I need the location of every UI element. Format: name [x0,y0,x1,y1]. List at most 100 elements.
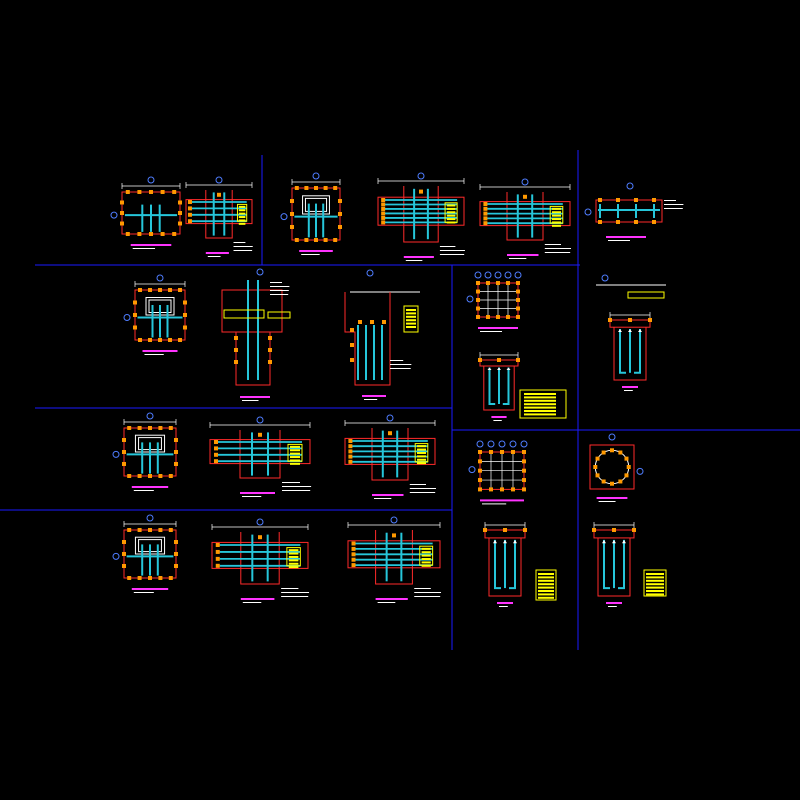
rebar-marker [174,552,178,556]
legend-table-a [519,389,567,419]
rebar-marker [351,546,356,551]
rebar-marker [626,465,631,469]
detail-title [362,395,386,397]
callout-text [646,576,664,579]
callout-text [406,315,416,318]
rebar-marker [348,439,353,443]
callout-text [290,449,300,452]
note-text [270,294,289,295]
rebar-marker [511,487,515,492]
arrow-head [612,539,616,544]
beam-detail [584,182,684,241]
rebar-marker [634,220,638,224]
detail-scale [598,501,616,502]
rebar-marker [476,315,480,319]
arrow-head [493,539,497,544]
section-detail [209,416,312,497]
callout-text [421,558,431,561]
rebar-marker [523,528,527,532]
rebar-marker [149,232,153,236]
detail-title [240,492,275,494]
rebar-marker [148,528,152,532]
callout-text [288,552,299,555]
rebar-marker [138,338,142,342]
rebar-marker [496,315,500,319]
rebar-marker [160,232,165,236]
arrow-head [602,539,606,544]
grid-bubble [112,450,120,458]
grid-bubble [146,412,154,420]
rebar-marker [595,456,600,461]
detail-title [507,254,539,256]
rebar-marker [382,320,386,324]
detail-title [372,494,404,496]
rebar-marker [304,186,309,190]
grid-bubble [498,440,506,448]
rebar-marker [610,481,614,486]
rebar-marker [476,298,480,302]
rebar-marker [268,336,272,340]
rebar-marker [616,198,620,202]
rebar-marker [624,456,629,461]
rebar-marker [178,338,182,342]
grid-bubble [476,440,484,448]
rebar-marker [348,459,353,464]
arrow-head [622,539,626,544]
rebar-marker [598,220,602,224]
rebar-marker [323,186,328,190]
callout-text [421,561,431,564]
rebar-marker [127,474,132,478]
callout-text [417,448,426,451]
callout-text [288,566,299,569]
rebar-marker [648,318,652,322]
callout-text [406,312,416,315]
rebar-marker [634,198,638,202]
detail-title [596,497,628,499]
rebar-marker [483,202,488,206]
detail-title [205,252,229,254]
u-section-detail [592,522,636,607]
rebar-marker [148,288,152,292]
note-text [544,248,571,249]
detail-title [403,256,434,258]
detail-scale [493,420,502,421]
rebar-marker [624,473,629,478]
rebar-marker [215,556,220,561]
rebar-marker [304,238,309,242]
rebar-marker [214,446,218,451]
note-text [281,592,310,593]
rebar-marker [122,450,126,454]
rebar-marker [476,281,480,285]
callout-text [406,309,416,311]
detail-scale [374,498,392,499]
callout-text [646,590,664,592]
grid-bubble [156,274,164,282]
rebar-marker [489,487,493,492]
rebar-marker [120,211,124,215]
detail-scale [608,240,630,241]
rebar-marker [137,528,142,532]
callout-text [646,593,664,596]
rebar-marker [516,358,520,362]
callout-text [446,211,456,214]
plan-detail [280,172,342,255]
callout-text [446,221,456,224]
callout-text [238,205,246,208]
detail-title [240,396,270,398]
detail-scale [482,503,507,505]
callout-text [417,445,426,448]
rebar-marker [158,288,162,292]
right-column-section [596,274,666,299]
rebar-marker [476,306,480,311]
rebar-marker [516,306,520,311]
rebar-marker [351,541,356,546]
rebar-marker [158,338,162,342]
rebar-marker [489,450,493,454]
rebar-marker [138,288,142,292]
rebar-marker [217,192,221,197]
detail-scale [301,254,320,255]
rebar-marker [516,289,520,294]
note-text [233,246,253,247]
rebar-marker [183,300,187,305]
